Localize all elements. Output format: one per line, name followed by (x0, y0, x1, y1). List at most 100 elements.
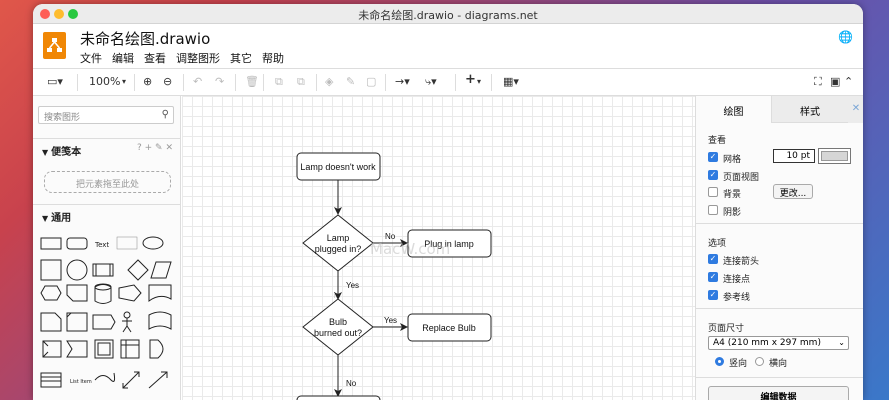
decision-lamp-plugged-line2: plugged in? (315, 244, 362, 254)
menu-help[interactable]: 帮助 (262, 52, 284, 65)
general-title: 通用 (51, 213, 72, 224)
guides-label: 参考线 (723, 293, 751, 303)
landscape-radio[interactable] (755, 357, 764, 366)
tab-draw[interactable]: 绘图 (696, 96, 772, 123)
menu-view[interactable]: 查看 (144, 52, 166, 65)
list-item-shape-label: List Item (70, 379, 92, 385)
drawio-logo-icon (43, 32, 66, 59)
redo-icon[interactable]: ↷ (215, 75, 225, 88)
fullscreen-icon[interactable]: ⛶ (814, 75, 822, 88)
format-panel-icon[interactable]: ▣ (830, 75, 841, 88)
tab-style[interactable]: 样式 (772, 96, 848, 123)
paper-size-title: 页面尺寸 (708, 324, 745, 334)
grid-color-swatch[interactable] (818, 148, 851, 164)
undo-icon[interactable]: ↶ (193, 75, 203, 88)
menu-bar: 文件 编辑 查看 调整图形 其它 帮助 (80, 50, 284, 66)
edge-label-no-1: No (385, 232, 396, 241)
options-section-title: 选项 (708, 239, 727, 249)
node-lamp-doesnt-work-label: Lamp doesn't work (300, 162, 376, 172)
fill-color-icon[interactable]: ◈ (325, 75, 334, 88)
edge-label-yes-2: Yes (384, 316, 397, 325)
insert-plus-icon[interactable]: + (465, 72, 476, 87)
general-header[interactable]: ▼通用 (33, 204, 181, 224)
edge-label-no-2: No (346, 379, 357, 388)
collapse-arrow-icon: ▼ (42, 148, 49, 157)
node-lamp-doesnt-work[interactable] (296, 152, 381, 181)
connection-points-label: 连接点 (723, 275, 751, 285)
format-tabs: 绘图 样式 ✕ (696, 96, 863, 123)
search-placeholder: 搜索图形 (44, 113, 81, 123)
table-icon[interactable]: ▦▾ (503, 75, 519, 88)
guides-checkbox[interactable]: ✓ (708, 290, 718, 300)
delete-icon[interactable]: 🗑 (245, 75, 259, 88)
scratchpad-drop-area[interactable]: 把元素拖至此处 (44, 171, 171, 193)
line-color-icon[interactable]: ✎ (346, 75, 356, 88)
file-name[interactable]: 未命名绘图.drawio (80, 30, 211, 48)
close-window-button[interactable] (40, 9, 50, 19)
decision-bulb-burned-line2: burned out? (314, 328, 362, 338)
format-panel: 绘图 样式 ✕ 查看 ✓ 网格 10 pt ✓ 页面视图 背景 更改... 阴影… (695, 96, 863, 400)
node-replace-bulb-label: Replace Bulb (422, 323, 476, 333)
node-plug-in-lamp-label: Plug in lamp (424, 239, 474, 249)
landscape-label: 横向 (769, 359, 788, 369)
collapse-icon[interactable]: ⌃ (844, 75, 854, 88)
zoom-out-icon[interactable]: ⊖ (163, 75, 173, 88)
page-view-label: 页面视图 (723, 173, 760, 183)
insert-dropdown-icon[interactable]: ▾ (477, 77, 482, 86)
background-checkbox[interactable] (708, 187, 718, 197)
connection-icon[interactable]: →▾ (395, 75, 410, 88)
waypoints-icon[interactable]: ⤷▾ (425, 75, 437, 88)
shadow-icon[interactable]: ▢ (366, 75, 377, 88)
node-plug-in-lamp[interactable] (407, 229, 492, 258)
change-background-button[interactable]: 更改... (773, 184, 813, 199)
zoom-dropdown-icon[interactable]: ▾ (122, 77, 127, 86)
to-front-icon[interactable]: ⧉ (275, 75, 283, 88)
app-window: 未命名绘图.drawio - diagrams.net 未命名绘图.drawio… (33, 4, 863, 400)
scratchpad-header[interactable]: ▼便笺本 ? + ✎ ✕ (33, 138, 181, 158)
close-panel-icon[interactable]: ✕ (848, 96, 863, 123)
grid-checkbox[interactable]: ✓ (708, 152, 718, 162)
search-icon[interactable]: ⚲ (161, 109, 169, 120)
text-shape-label: Text (94, 241, 109, 249)
menu-edit[interactable]: 编辑 (112, 52, 134, 65)
to-back-icon[interactable]: ⧉ (297, 75, 305, 88)
minimize-window-button[interactable] (54, 9, 64, 19)
zoom-window-button[interactable] (68, 9, 78, 19)
menu-arrange[interactable]: 调整图形 (176, 52, 220, 65)
scratchpad-title: 便笺本 (51, 147, 82, 158)
grid-size-input[interactable]: 10 pt (773, 149, 815, 163)
decision-bulb-burned-line1: Bulb (329, 317, 347, 327)
decision-lamp-plugged-line1: Lamp (327, 233, 350, 243)
paper-size-value: A4 (210 mm x 297 mm) (713, 338, 821, 348)
view-section-title: 查看 (708, 136, 727, 146)
view-panels-icon[interactable]: ▭▾ (47, 75, 63, 88)
zoom-level[interactable]: 100% (89, 75, 121, 88)
edit-data-button[interactable]: 编辑数据 (708, 386, 849, 400)
diagram-canvas[interactable]: ⋮ Lamp doesn't work Lamp plugged in? Plu… (182, 96, 695, 400)
scratchpad-actions[interactable]: ? + ✎ ✕ (137, 143, 173, 153)
shapes-panel: 搜索图形 ⚲ ▼便笺本 ? + ✎ ✕ 把元素拖至此处 ▼通用 Text (33, 96, 181, 400)
page-view-checkbox[interactable]: ✓ (708, 170, 718, 180)
connection-arrows-label: 连接箭头 (723, 257, 760, 267)
shadow-checkbox[interactable] (708, 205, 718, 215)
menu-file[interactable]: 文件 (80, 52, 102, 65)
window-title: 未命名绘图.drawio - diagrams.net (358, 9, 538, 22)
toolbar: ▭▾ 100% ▾ ⊕ ⊖ ↶ ↷ 🗑 ⧉ ⧉ ◈ ✎ ▢ →▾ ⤷▾ + ▾ … (33, 68, 863, 96)
general-shapes-grid[interactable]: Text List Item (38, 233, 176, 400)
language-globe-icon[interactable]: 🌐 (838, 30, 853, 44)
connection-arrows-checkbox[interactable]: ✓ (708, 254, 718, 264)
node-partial-bottom[interactable] (296, 395, 381, 400)
node-replace-bulb[interactable] (407, 313, 492, 342)
portrait-radio[interactable] (715, 357, 724, 366)
menu-extras[interactable]: 其它 (230, 52, 252, 65)
title-bar: 未命名绘图.drawio - diagrams.net (33, 4, 863, 24)
decision-lamp-plugged[interactable] (302, 214, 374, 272)
search-shapes-input[interactable]: 搜索图形 ⚲ (38, 106, 174, 124)
connection-points-checkbox[interactable]: ✓ (708, 272, 718, 282)
zoom-in-icon[interactable]: ⊕ (143, 75, 153, 88)
decision-bulb-burned[interactable] (302, 298, 374, 356)
paper-size-select[interactable]: A4 (210 mm x 297 mm) ⌄ (708, 336, 849, 350)
shadow-label: 阴影 (723, 208, 742, 218)
edge-label-yes-1: Yes (346, 281, 359, 290)
background-label: 背景 (723, 190, 742, 200)
